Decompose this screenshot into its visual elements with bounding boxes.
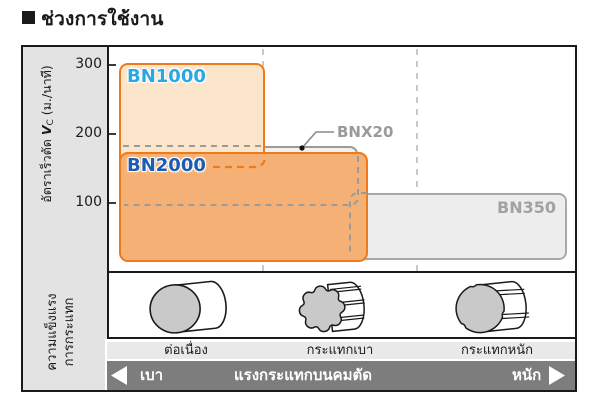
y-tickmark xyxy=(109,64,116,66)
impact-bar-axis-label: แรงกระแทกบนคมตัด xyxy=(233,366,373,384)
series-label-bn1000: BN1000 xyxy=(127,66,206,87)
title-bullet-icon xyxy=(22,11,35,24)
series-label-bn350: BN350 xyxy=(497,198,556,217)
y-tick-300: 300 xyxy=(75,56,102,72)
series-label-bn2000: BN2000 xyxy=(127,155,206,176)
y-tick-200: 200 xyxy=(75,125,102,141)
y-tickmark xyxy=(109,202,116,204)
impact-strength-row-header: ความแข็งแรง การกระแทก xyxy=(45,293,79,370)
row-header-line1: ความแข็งแรง xyxy=(45,293,61,371)
y-axis-symbol-v: V xyxy=(39,125,54,136)
y-axis-label-text: อัตราเร็วตัด xyxy=(39,139,54,203)
y-tick-100: 100 xyxy=(75,194,102,210)
y-axis-unit: (ม./นาที) xyxy=(39,65,54,116)
range-box-bn350: BN350 xyxy=(350,193,567,260)
range-box-bn2000: BN2000 xyxy=(119,152,368,262)
row-header-line2: การกระแทก xyxy=(62,297,77,367)
impact-bar-light-label: เบา xyxy=(140,366,164,384)
range-box-bn1000: BN1000 xyxy=(119,63,265,167)
workpiece-label-heavy-impact: กระแทกหนัก xyxy=(461,343,533,358)
page-title: ช่วงการใช้งาน xyxy=(41,8,164,30)
workpiece-label-light-impact: กระแทกเบา xyxy=(306,343,374,358)
impact-bar-heavy-label: หนัก xyxy=(512,366,542,384)
impact-axis-bar xyxy=(107,361,575,390)
y-axis-symbol-subscript: C xyxy=(46,119,56,126)
workpiece-icon-row xyxy=(107,273,575,339)
workpiece-label-strip xyxy=(107,342,575,359)
y-tickmark xyxy=(109,133,116,135)
workpiece-label-continuous: ต่อเนื่อง xyxy=(164,343,208,358)
y-axis-label: อัตราเร็วตัด VC (ม./นาที) xyxy=(37,65,57,203)
series-label-bnx20: BNX20 xyxy=(337,123,394,141)
